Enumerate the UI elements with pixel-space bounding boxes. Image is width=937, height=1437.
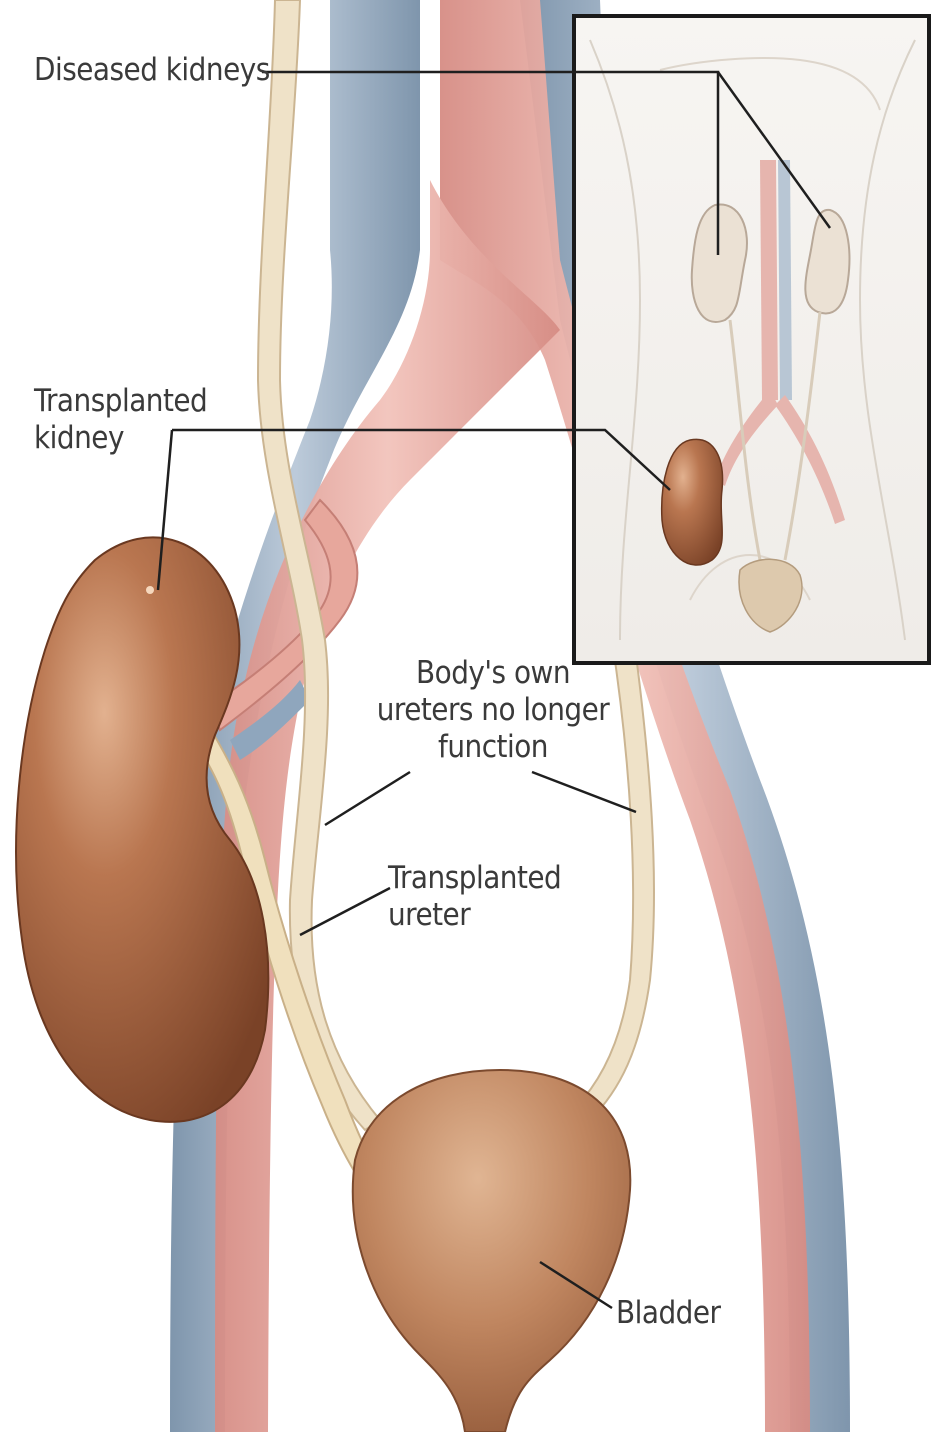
label-line: ureters no longer (358, 692, 628, 729)
label-line: Transplanted (34, 383, 207, 420)
label-diseased-kidneys: Diseased kidneys (34, 52, 270, 89)
label-transplanted-ureter: Transplanted ureter (388, 860, 561, 934)
bladder-shape (353, 1070, 630, 1432)
label-line: Body's own (358, 655, 628, 692)
inset-transplanted-kidney (662, 439, 723, 565)
label-line: Transplanted (388, 860, 561, 897)
label-line: ureter (388, 897, 561, 934)
label-bladder: Bladder (616, 1295, 721, 1332)
label-line: kidney (34, 420, 207, 457)
label-line: function (358, 729, 628, 766)
inset-panel (574, 16, 929, 663)
label-own-ureters: Body's own ureters no longer function (358, 655, 628, 766)
label-transplanted-kidney: Transplanted kidney (34, 383, 207, 457)
